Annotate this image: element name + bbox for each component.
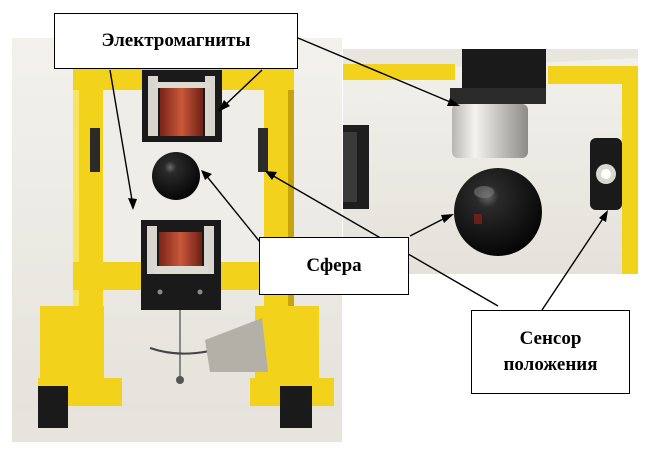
metal-core <box>452 104 528 158</box>
label-sphere-text: Сфера <box>306 255 362 276</box>
label-sensor-line2: положения <box>503 354 598 375</box>
bottom-electromagnet <box>141 220 221 310</box>
label-sensor-line1: Сенсор <box>519 328 582 349</box>
sphere-closeup <box>454 168 542 256</box>
levitating-sphere <box>152 152 200 200</box>
top-electromagnet <box>142 70 222 142</box>
label-sphere: Сфера <box>259 237 409 295</box>
label-position-sensor: Сенсор положения <box>471 310 630 394</box>
right-sensor <box>258 128 268 172</box>
right-photo <box>343 49 638 274</box>
label-electromagnets-text: Электромагниты <box>101 30 251 51</box>
label-electromagnets: Электромагниты <box>54 13 298 69</box>
left-sensor <box>90 128 100 172</box>
